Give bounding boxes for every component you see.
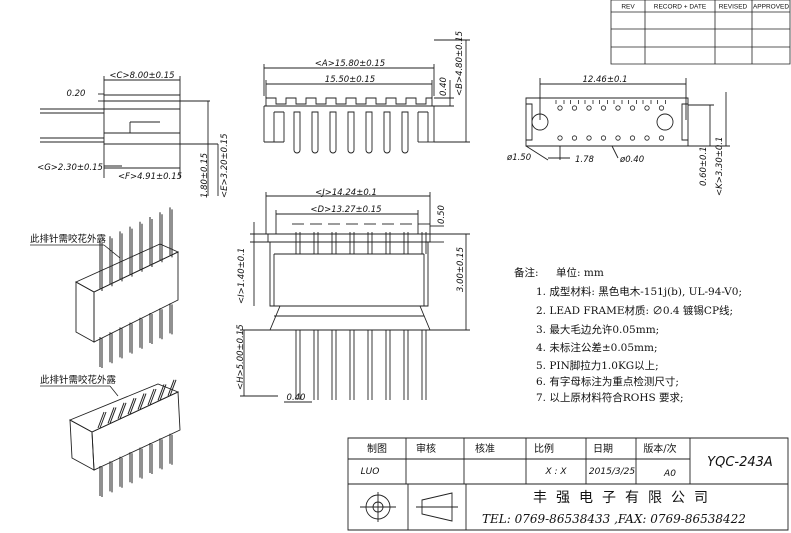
section-view (240, 192, 470, 402)
bottom-view-pins (556, 100, 666, 140)
tb-date-header: 日期 (593, 443, 613, 455)
note-6: 6. 有字母标注为重点检测尺寸; (536, 375, 679, 388)
front-view (264, 40, 470, 153)
pin-hole (616, 136, 620, 140)
pin-hole (601, 136, 605, 140)
dim-020: 0.20 (67, 89, 86, 99)
dim-c: <C>8.00±0.15 (109, 71, 174, 81)
tb-date-value: 2015/3/25 (589, 467, 635, 477)
dim-d: <D>13.27±0.15 (310, 205, 381, 215)
dim-300: 3.00±0.15 (456, 247, 466, 292)
pin-hole (572, 106, 576, 110)
dim-j: <J>14.24±0.1 (315, 188, 377, 198)
note-5: 5. PIN脚拉力1.0KG以上; (536, 359, 659, 372)
iso-pin-top (130, 398, 136, 414)
iso-top-label: 此排针需咬花外露 (30, 233, 107, 245)
iso-pin-top (138, 394, 144, 410)
pin-hole (587, 136, 591, 140)
tb-review-header: 审核 (416, 442, 436, 455)
tb-version-header: 版本/次 (643, 442, 676, 455)
dim-040: 0.40 (439, 77, 449, 96)
dim-060: 0.60±0.1 (699, 146, 709, 186)
pin-hole (616, 106, 620, 110)
iso-top-view (76, 244, 178, 342)
dim-i: <I>1.40±0.1 (237, 248, 247, 304)
notes-unit: 单位: mm (556, 266, 604, 279)
record-date-header: RECORD + DATE (654, 4, 707, 11)
iso-pin-top (160, 384, 166, 400)
notes-heading: 备注: (514, 266, 539, 279)
note-3: 3. 最大毛边允许0.05mm; (536, 323, 659, 336)
tb-contact: TEL: 0769-86538433 ,FAX: 0769-86538422 (482, 512, 746, 526)
pin-hole (558, 106, 562, 110)
tb-scale-header: 比例 (534, 442, 554, 455)
note-7: 7. 以上原材料符合ROHS 要求; (536, 391, 684, 404)
dim-h: <H>5.00±0.15 (236, 324, 246, 390)
tb-approve-header: 核准 (475, 442, 495, 455)
dim-d040: ø0.40 (619, 155, 644, 165)
dim-e: <E>3.20±0.15 (220, 133, 230, 198)
pin-hole (630, 106, 634, 110)
tb-version-value: A0 (663, 469, 676, 479)
dim-d150: ø1.50 (506, 153, 531, 163)
iso-pin-top (100, 412, 106, 428)
pin-hole (630, 136, 634, 140)
dim-pitch: 12.46±0.1 (583, 75, 628, 85)
title-block (348, 438, 788, 530)
note-1: 1. 成型材料: 黑色电木-151j(b), UL-94-V0; (536, 285, 742, 298)
iso-pin-top (140, 394, 146, 410)
note-2: 2. LEAD FRAME材质: ∅0.4 镀锡CP线; (536, 304, 733, 317)
dim-g: <G>2.30±0.15 (37, 163, 103, 173)
pin-hole (587, 106, 591, 110)
side-view (40, 76, 218, 196)
iso-bottom-view (70, 384, 180, 470)
pin-hole (659, 136, 663, 140)
pin-hole (558, 136, 562, 140)
rev-header: REV (621, 4, 635, 11)
iso-pin-top (158, 384, 164, 400)
approved-header: APPROVED (753, 4, 789, 11)
iso-pin-top (168, 380, 174, 396)
dim-180: 1.80±0.15 (200, 153, 210, 198)
pin-hole (572, 136, 576, 140)
note-4: 4. 未标注公差±0.05mm; (536, 341, 657, 354)
bottom-view (526, 78, 730, 160)
pin-hole (645, 106, 649, 110)
dim-f: <F>4.91±0.15 (118, 172, 182, 182)
dim-k: <K>3.30±0.1 (715, 137, 725, 196)
notes: 备注: 单位: mm 1. 成型材料: 黑色电木-151j(b), UL-94-… (514, 266, 742, 404)
iso-bottom-label: 此排针需咬花外露 (40, 374, 117, 386)
iso-pin-top (148, 389, 154, 405)
iso-pin-top (128, 398, 134, 414)
iso-pin-top (120, 403, 126, 419)
tb-part-number: YQC-243A (707, 455, 773, 470)
pin-hole (601, 106, 605, 110)
tb-scale-value: X : X (544, 467, 567, 477)
iso-pin-top (110, 407, 116, 423)
section-view-pins (292, 224, 430, 400)
iso-pin-top (108, 407, 114, 423)
dim-a: <A>15.80±0.15 (315, 59, 385, 69)
dim-b: <B>4.80±0.15 (455, 31, 465, 96)
iso-pin-top (118, 403, 124, 419)
dim-040b: 0.40 (287, 393, 306, 403)
tb-company: 丰强电子有限公司 (533, 490, 717, 506)
revision-table (611, 0, 790, 64)
iso-top-pins (100, 207, 172, 368)
pin-hole (645, 136, 649, 140)
dim-050: 0.50 (437, 205, 447, 224)
tb-drawn-value: LUO (361, 467, 380, 477)
iso-pin-top (170, 380, 176, 396)
dim-a2: 15.50±0.15 (325, 75, 375, 85)
revised-header: REVISED (719, 4, 748, 11)
iso-pin-top (98, 412, 104, 428)
iso-pin-top (150, 389, 156, 405)
iso-bottom-pins (98, 380, 176, 497)
dim-178: 1.78 (575, 155, 595, 165)
pin-hole (659, 106, 663, 110)
tb-drawn-header: 制图 (367, 442, 387, 455)
